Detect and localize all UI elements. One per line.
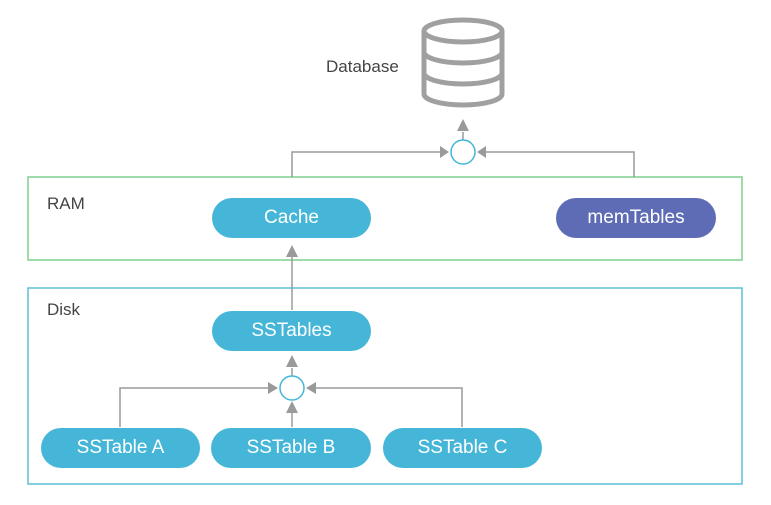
sstable-c-node: SSTable C (383, 428, 542, 468)
arrow-merge-up-from-b (286, 401, 298, 413)
top-connectors (291, 132, 635, 177)
database-label: Database (326, 57, 399, 76)
bottom-connectors (119, 368, 463, 427)
sstable-b-node: SSTable B (211, 428, 371, 468)
sstables-node: SSTables (212, 311, 371, 351)
disk-box (27, 287, 743, 485)
ram-label: RAM (47, 194, 85, 213)
sstable-a-node: SSTable A (41, 428, 200, 468)
ram-box (27, 176, 743, 261)
merge-node-top (450, 139, 476, 165)
disk-label: Disk (47, 300, 81, 319)
memtables-node: memTables (556, 198, 716, 238)
arrow-merge-right (306, 382, 316, 394)
arrow-merge-left (268, 382, 278, 394)
merge-node-bottom (279, 375, 305, 401)
arrow-to-merge-left (440, 146, 449, 158)
cache-node: Cache (212, 198, 371, 238)
database-icon (421, 17, 505, 108)
arrow-to-database (457, 119, 469, 131)
arrow-to-merge-right (477, 146, 486, 158)
arrow-to-cache (286, 245, 298, 257)
arrow-to-sstables (286, 355, 298, 367)
